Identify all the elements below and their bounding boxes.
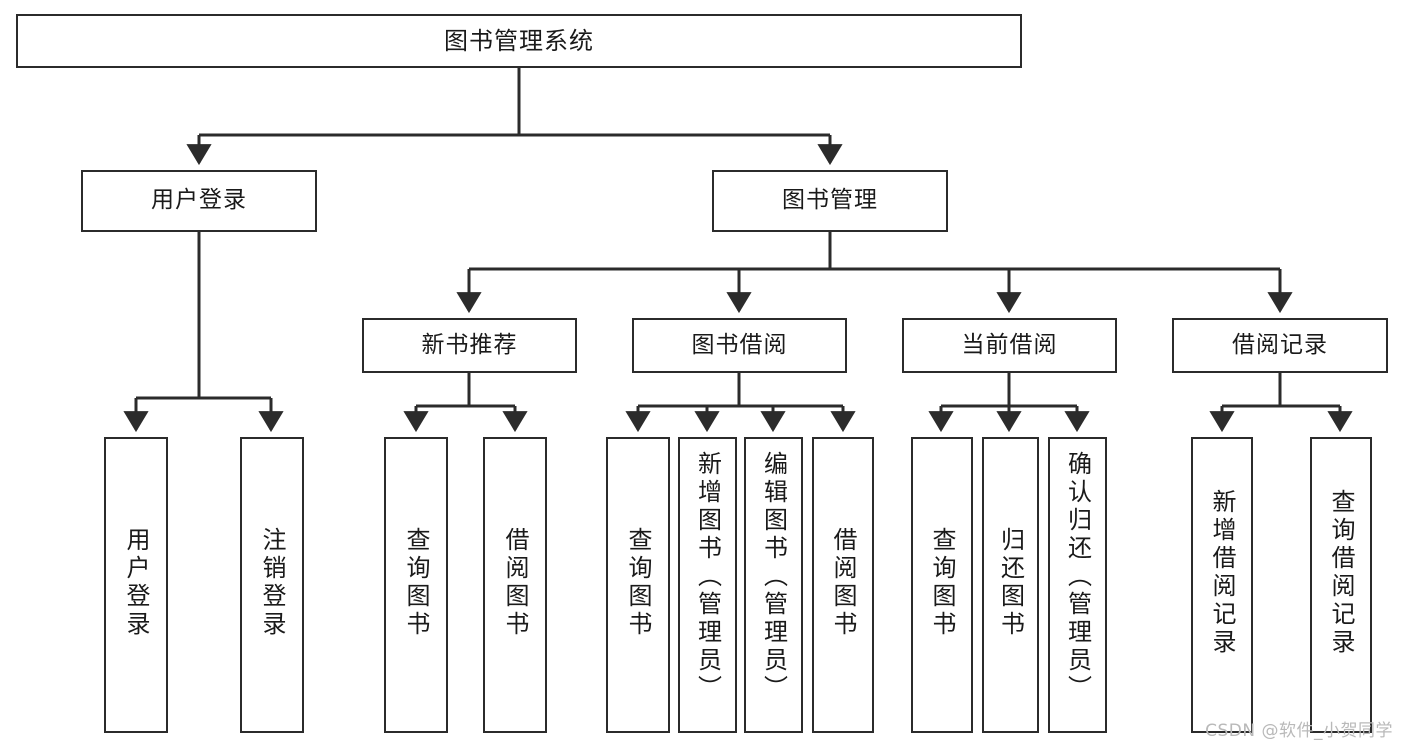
leaf-query-book-current[interactable]: 查询图书 bbox=[911, 437, 973, 733]
node-label: 注销登录 bbox=[258, 527, 286, 639]
leaf-add-book-admin[interactable]: 新增图书（管理员） bbox=[678, 437, 737, 733]
leaf-query-book-recommend[interactable]: 查询图书 bbox=[384, 437, 448, 733]
node-label: 用户登录 bbox=[151, 187, 247, 214]
node-current-borrow[interactable]: 当前借阅 bbox=[902, 318, 1117, 373]
node-label: 新增图书（管理员） bbox=[693, 451, 722, 703]
node-label: 图书借阅 bbox=[691, 331, 788, 358]
node-label: 归还图书 bbox=[996, 527, 1025, 639]
node-user-login[interactable]: 用户登录 bbox=[81, 170, 317, 232]
node-label: 查询借阅记录 bbox=[1327, 489, 1355, 657]
leaf-confirm-return-admin[interactable]: 确认归还（管理员） bbox=[1048, 437, 1107, 733]
node-label: 图书管理系统 bbox=[444, 26, 594, 55]
node-label: 查询图书 bbox=[624, 527, 652, 639]
node-label: 查询图书 bbox=[402, 527, 430, 639]
leaf-return-book[interactable]: 归还图书 bbox=[982, 437, 1039, 733]
node-label: 编辑图书（管理员） bbox=[759, 451, 788, 703]
node-label: 新书推荐 bbox=[421, 331, 518, 358]
node-book-management[interactable]: 图书管理 bbox=[712, 170, 948, 232]
leaf-query-book-borrow[interactable]: 查询图书 bbox=[606, 437, 670, 733]
leaf-add-borrow-record[interactable]: 新增借阅记录 bbox=[1191, 437, 1253, 733]
node-book-borrow[interactable]: 图书借阅 bbox=[632, 318, 847, 373]
node-label: 新增借阅记录 bbox=[1208, 489, 1236, 657]
leaf-logout-login[interactable]: 注销登录 bbox=[240, 437, 304, 733]
node-label: 借阅图书 bbox=[829, 527, 857, 639]
node-label: 借阅图书 bbox=[501, 527, 529, 639]
leaf-borrow-book[interactable]: 借阅图书 bbox=[812, 437, 874, 733]
leaf-borrow-book-recommend[interactable]: 借阅图书 bbox=[483, 437, 547, 733]
node-label: 用户登录 bbox=[122, 527, 150, 639]
node-new-book-recommend[interactable]: 新书推荐 bbox=[362, 318, 577, 373]
node-label: 图书管理 bbox=[782, 187, 878, 214]
node-borrow-record[interactable]: 借阅记录 bbox=[1172, 318, 1388, 373]
node-label: 确认归还（管理员） bbox=[1063, 451, 1092, 703]
leaf-query-borrow-record[interactable]: 查询借阅记录 bbox=[1310, 437, 1372, 733]
leaf-edit-book-admin[interactable]: 编辑图书（管理员） bbox=[744, 437, 803, 733]
node-label: 借阅记录 bbox=[1232, 331, 1328, 358]
node-label: 当前借阅 bbox=[961, 331, 1058, 358]
node-label: 查询图书 bbox=[928, 527, 956, 639]
leaf-user-login[interactable]: 用户登录 bbox=[104, 437, 168, 733]
node-root-book-management-system[interactable]: 图书管理系统 bbox=[16, 14, 1022, 68]
